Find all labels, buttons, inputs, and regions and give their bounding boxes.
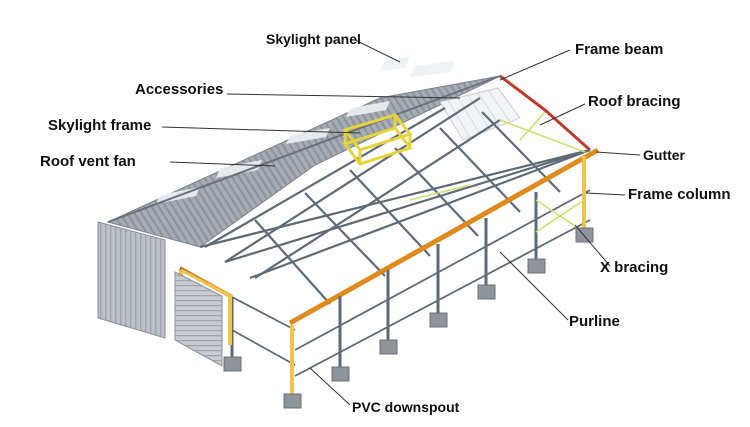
ridge-line bbox=[107, 75, 501, 223]
leader-lines bbox=[161, 39, 641, 406]
frame-columns bbox=[230, 192, 538, 370]
label-roof-bracing: Roof bracing bbox=[588, 93, 681, 110]
label-skylight-panel: Skylight panel bbox=[266, 31, 361, 47]
roof-purlins bbox=[199, 97, 591, 305]
label-frame-column: Frame column bbox=[628, 186, 731, 203]
label-gutter: Gutter bbox=[643, 147, 685, 163]
label-accessories: Accessories bbox=[135, 81, 224, 98]
label-roof-vent-fan: Roof vent fan bbox=[40, 153, 136, 170]
label-purline: Purline bbox=[569, 313, 620, 330]
roof-sheeting bbox=[106, 75, 501, 248]
end-wall-panel bbox=[97, 221, 166, 339]
label-skylight-frame: Skylight frame bbox=[48, 117, 152, 134]
roof-bracing bbox=[409, 111, 586, 201]
footings bbox=[223, 227, 594, 409]
roller-door bbox=[174, 271, 223, 367]
label-x-bracing: X bracing bbox=[600, 259, 669, 276]
gutter bbox=[288, 147, 600, 326]
skylight-frame bbox=[342, 113, 413, 166]
label-frame-beam: Frame beam bbox=[575, 41, 664, 58]
label-pvc-downspout: PVC downspout bbox=[352, 399, 460, 415]
frame-beam bbox=[499, 74, 591, 152]
